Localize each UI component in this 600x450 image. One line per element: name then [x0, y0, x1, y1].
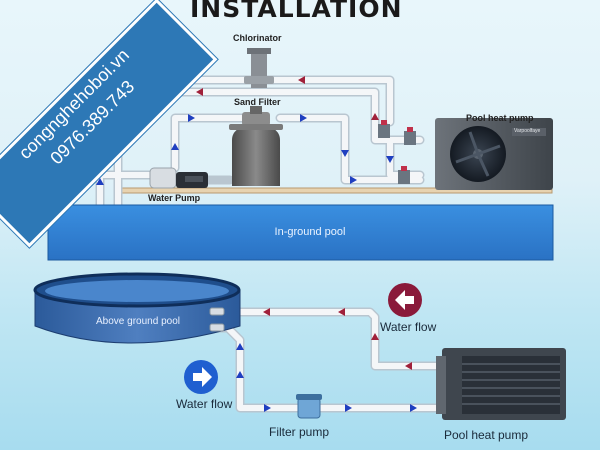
- flow-arrow-icon: [171, 143, 179, 150]
- filter-pump-icon: [296, 394, 322, 419]
- label-inground-pool: In-ground pool: [274, 226, 346, 238]
- sand-filter-icon: [229, 106, 283, 186]
- valve-icon: [404, 131, 416, 145]
- water-pump-icon: [149, 167, 208, 189]
- label-heat-pump-brand: Varpoolfaye: [514, 128, 541, 134]
- flow-arrow-icon: [341, 150, 349, 157]
- flow-direction-left-icon: [388, 283, 422, 317]
- label-pool-heat-pump-bottom: Pool heat pump: [443, 428, 529, 442]
- flow-arrow-icon: [405, 362, 412, 370]
- flow-arrow-icon: [264, 404, 271, 412]
- flow-arrow-icon: [263, 308, 270, 316]
- flow-arrow-icon: [300, 114, 307, 122]
- flow-arrow-icon: [410, 404, 417, 412]
- inground-pool: [47, 204, 554, 261]
- valve-icon: [381, 120, 387, 125]
- label-water-flow-right: Water flow: [380, 320, 437, 334]
- heat-pump-icon: [435, 118, 553, 190]
- flow-arrow-icon: [196, 88, 203, 96]
- flow-arrow-icon: [338, 308, 345, 316]
- flow-arrows-bottom: [236, 308, 417, 412]
- flow-arrow-icon: [236, 343, 244, 350]
- flow-direction-right-icon: [184, 360, 218, 394]
- label-water-pump: Water Pump: [148, 193, 201, 203]
- label-chlorinator: Chlorinator: [233, 33, 282, 43]
- label-pool-heat-pump-top: Pool heat pump: [466, 113, 534, 123]
- flow-arrow-icon: [371, 333, 379, 340]
- valves-top: [378, 120, 416, 184]
- label-filter-pump: Filter pump: [268, 425, 330, 439]
- flow-arrow-icon: [298, 76, 305, 84]
- valve-icon: [398, 170, 410, 184]
- label-water-flow-left: Water flow: [176, 397, 233, 411]
- flow-arrow-icon: [345, 404, 352, 412]
- valve-icon: [378, 124, 390, 138]
- chlorinator-icon: [244, 48, 274, 88]
- valve-icon: [401, 166, 407, 171]
- page-title: INSTALLATION: [190, 0, 403, 23]
- above-ground-pool: [33, 272, 241, 344]
- flow-arrow-icon: [386, 156, 394, 163]
- valve-icon: [407, 127, 413, 132]
- flow-arrow-icon: [236, 371, 244, 378]
- flow-arrow-icon: [350, 176, 357, 184]
- flow-arrow-icon: [188, 114, 195, 122]
- flow-arrow-icon: [371, 113, 379, 120]
- flow-arrow-icon: [96, 178, 104, 185]
- label-above-ground-pool: Above ground pool: [96, 316, 180, 327]
- label-sand-filter: Sand Filter: [234, 97, 281, 107]
- heat-pump-icon: [436, 348, 566, 420]
